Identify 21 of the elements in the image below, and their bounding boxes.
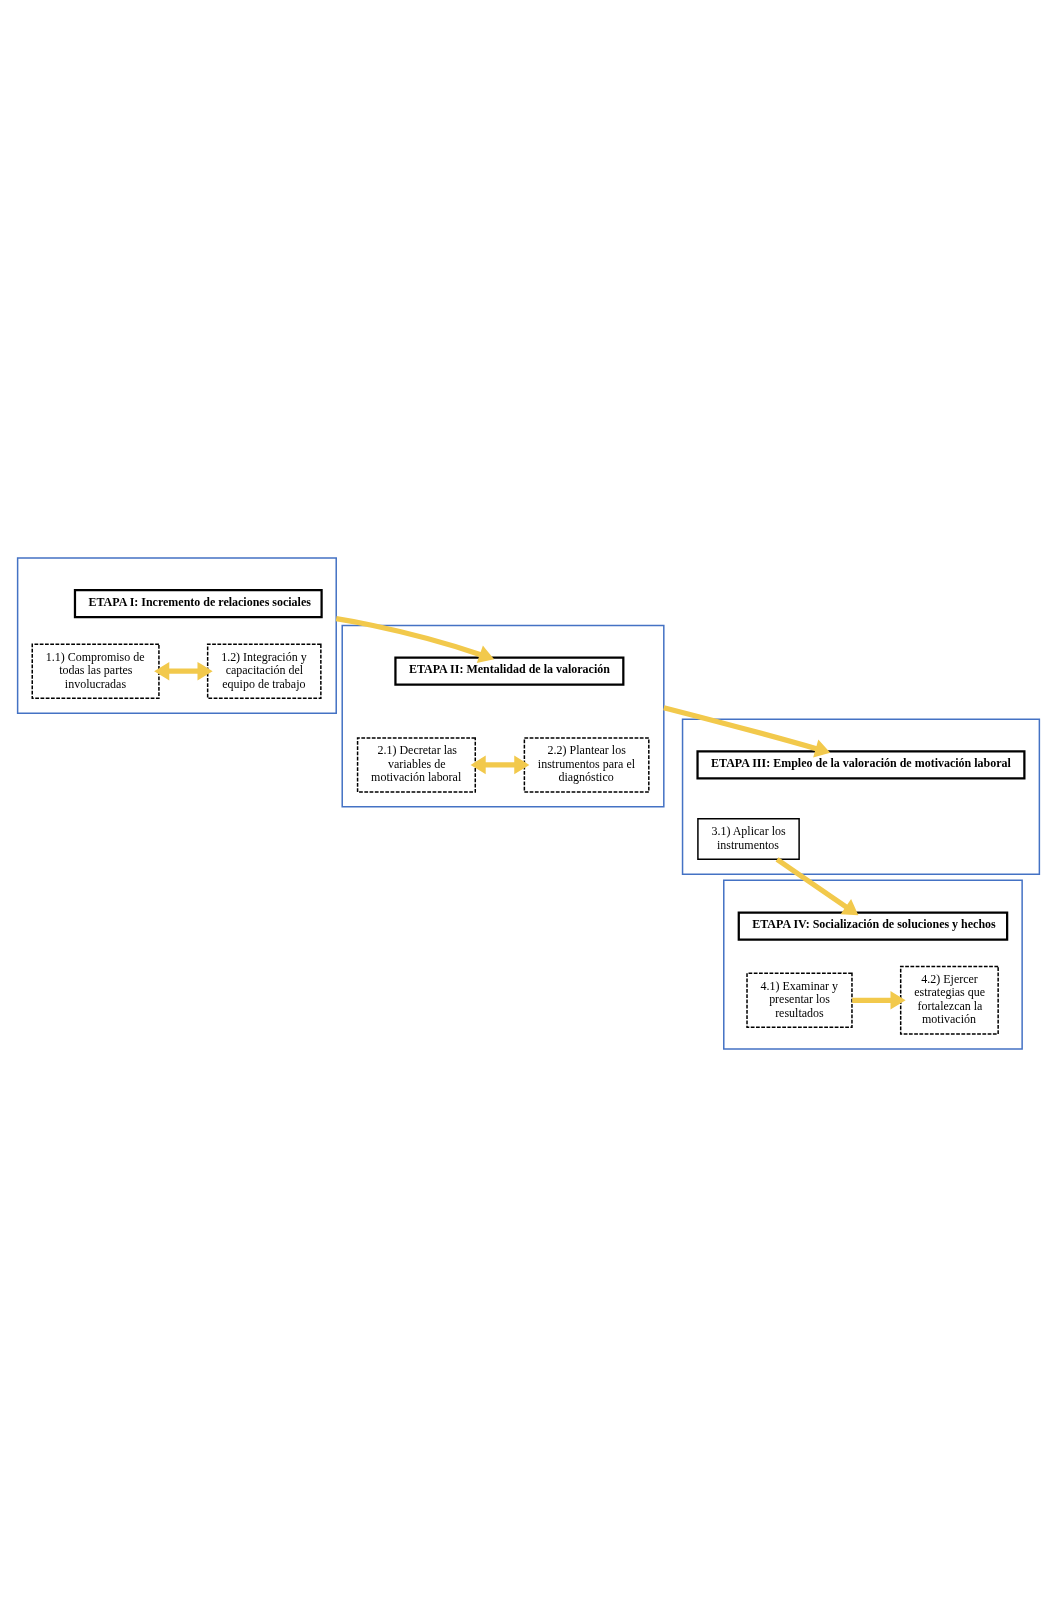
cluster (16, 556, 337, 714)
cluster (341, 624, 665, 808)
arrow (335, 615, 495, 663)
node-box: 2.2) Plantear los instrumentos para el diagnóstico (523, 736, 650, 793)
arrow (154, 661, 213, 680)
node-box: ETAPA IV: Socialización de soluciones y hechos (737, 910, 1009, 941)
node-box: 4.2) Ejercer estrategias que fortalezcan la motivación (899, 965, 999, 1035)
node-box: 1.2) Integración y capacitación del equipo de trabajo (206, 642, 322, 699)
node-box: 3.1) Aplicar los instrumentos (697, 817, 800, 860)
node-box: 1.1) Compromiso de todas las partes involucradas (31, 642, 160, 699)
arrow (775, 856, 859, 915)
node-box: 2.1) Decretar las variables de motivación laboral (356, 736, 477, 793)
cluster (681, 717, 1041, 875)
node-box: ETAPA II: Mentalidad de la valoración (394, 656, 625, 686)
node-box: ETAPA III: Empleo de la valoración de motivación laboral (696, 749, 1026, 779)
node-box: 4.1) Examinar y presentar los resultados (746, 972, 853, 1028)
arrow (470, 755, 530, 774)
arrow (852, 990, 906, 1010)
node-box: ETAPA I: Incremento de relaciones sociales (73, 588, 323, 618)
cluster (723, 879, 1023, 1050)
arrow (663, 704, 831, 757)
